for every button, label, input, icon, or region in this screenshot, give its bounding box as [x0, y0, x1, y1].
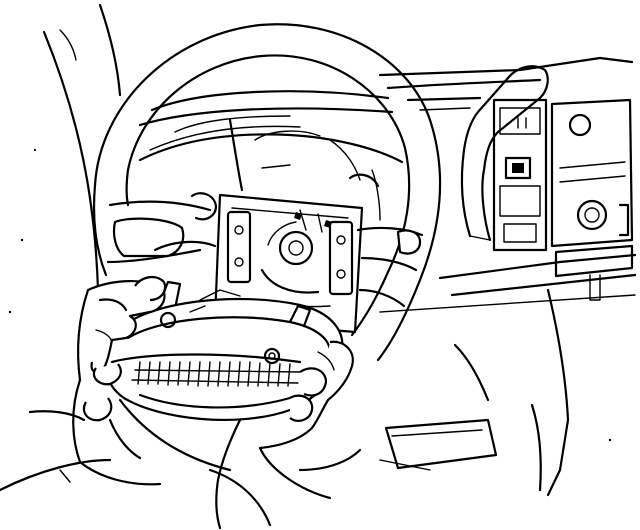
left-hand	[72, 276, 167, 464]
steering-hub-clockspring	[213, 193, 364, 334]
scan-speckles	[8, 148, 612, 442]
instrument-cluster	[138, 90, 394, 192]
windshield-pillar	[42, 3, 122, 292]
right-hand	[216, 340, 354, 482]
dashboard	[208, 56, 637, 527]
right-sleeve	[215, 446, 362, 530]
control-panel	[492, 98, 634, 301]
left-dash-vent	[153, 169, 406, 308]
left-sleeve	[0, 410, 162, 492]
gear-lever	[460, 65, 549, 242]
airbag-module	[104, 280, 344, 421]
airbag-trim-band	[131, 361, 301, 387]
floor-pedal	[384, 418, 498, 470]
